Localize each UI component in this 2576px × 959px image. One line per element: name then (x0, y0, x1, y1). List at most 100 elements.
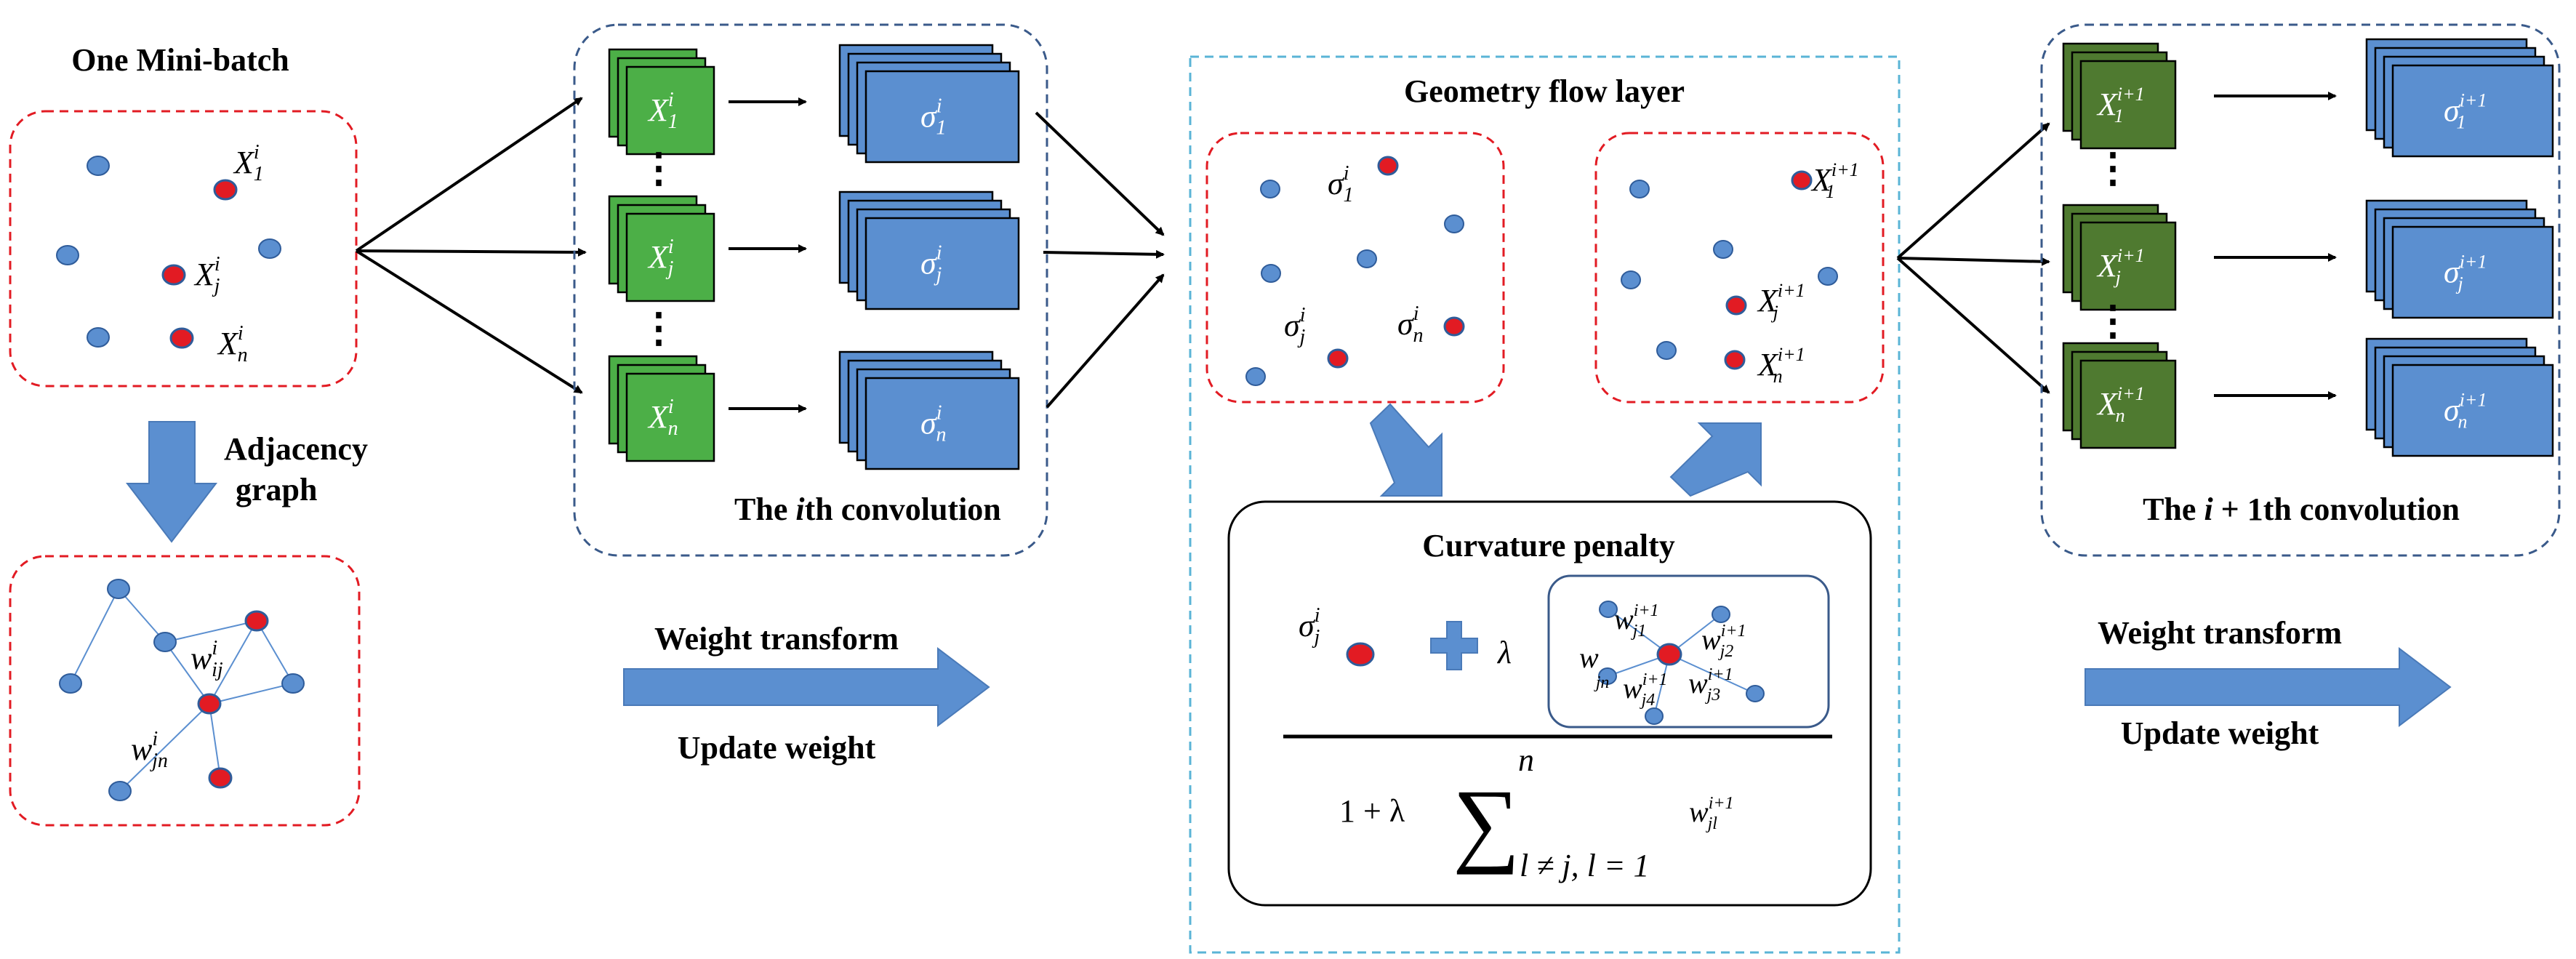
feature-map-input (625, 212, 715, 302)
curvature-star-nodes (1598, 601, 1765, 725)
ellipsis-dots: ⋮ (638, 306, 679, 351)
node-red (197, 693, 222, 715)
curvature-title: Curvature penalty (1422, 528, 1675, 563)
node (153, 632, 177, 652)
node (1629, 180, 1650, 198)
node (1621, 270, 1641, 289)
sum-lower: l ≠ j, l = 1 (1520, 848, 1650, 883)
node-red (1377, 156, 1399, 176)
node-red (1327, 348, 1349, 369)
node-red (213, 179, 238, 201)
geometry-left-box (1205, 132, 1505, 404)
node-red (1656, 643, 1682, 666)
ellipsis-dots: ⋮ (2093, 146, 2133, 191)
curvature-red-node (1346, 642, 1375, 667)
curvature-lambda: λ (1496, 635, 1512, 670)
feature-map-output (2391, 225, 2554, 319)
feature-map-input (625, 65, 715, 156)
conv-i-title: The ith convolution (734, 491, 1001, 527)
update-weight-left-label: Update weight (678, 730, 876, 766)
node (1599, 601, 1618, 618)
node (108, 781, 132, 801)
weight-transform-left-label: Weight transform (654, 621, 899, 657)
weight-transform-arrow-left (623, 646, 990, 728)
node (107, 579, 130, 599)
node (1645, 707, 1664, 725)
update-weight-right-label: Update weight (2121, 715, 2319, 751)
adjacency-label-1: Adjacency (224, 431, 368, 467)
node (1260, 180, 1280, 198)
adjacency-nodes (59, 579, 305, 801)
plus-icon (1430, 621, 1478, 670)
feature-map-input (625, 372, 715, 462)
feature-map-input (2079, 359, 2177, 449)
up-right-arrow-icon (1669, 422, 1762, 497)
minibatch-box (9, 110, 358, 388)
adjacency-label-2: graph (236, 472, 317, 507)
node (1444, 214, 1464, 233)
node-red (1725, 295, 1747, 316)
node (1598, 667, 1617, 685)
minibatch-nodes (56, 156, 281, 349)
fanout-arrows-right (1896, 122, 2050, 394)
node (281, 673, 305, 694)
node (56, 245, 79, 265)
converge-arrows (1035, 111, 1165, 409)
node (1746, 685, 1765, 702)
down-arrow-icon (125, 421, 218, 543)
node (258, 238, 281, 259)
node-red (1724, 350, 1746, 370)
node-red (169, 327, 194, 349)
node (1245, 367, 1266, 386)
node (1656, 341, 1677, 360)
minibatch-title: One Mini-batch (71, 42, 289, 78)
geometry-left-nodes (1245, 156, 1465, 386)
node (1357, 249, 1377, 268)
ellipsis-dots: ⋮ (2093, 299, 2133, 344)
conv-i1-title: The i + 1th convolution (2143, 491, 2460, 527)
conv-i-box (573, 23, 1048, 557)
feature-map-output (2391, 64, 2554, 158)
node-red (1791, 170, 1813, 190)
feature-map-output (864, 377, 1020, 470)
geometry-right-box (1594, 132, 1885, 404)
weight-transform-arrow-right (2085, 646, 2452, 728)
node-red (1443, 316, 1465, 337)
node (1818, 267, 1838, 286)
node (1712, 606, 1730, 623)
feature-map-input (2079, 221, 2177, 311)
denominator-prefix: 1 + λ (1339, 793, 1405, 829)
feature-map-output (2391, 364, 2554, 457)
geometry-box (1189, 55, 1901, 954)
